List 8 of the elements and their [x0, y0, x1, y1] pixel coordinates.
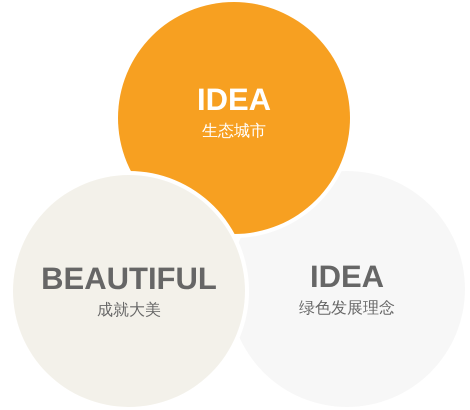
circle	[13, 175, 245, 407]
heading: BEAUTIFUL	[41, 261, 217, 297]
subheading: 生态城市	[202, 120, 266, 142]
heading: IDEA	[310, 259, 384, 295]
subheading: 成就大美	[97, 299, 161, 321]
heading: IDEA	[196, 82, 272, 118]
subheading: 绿色发展理念	[299, 297, 395, 319]
circle	[118, 2, 350, 234]
